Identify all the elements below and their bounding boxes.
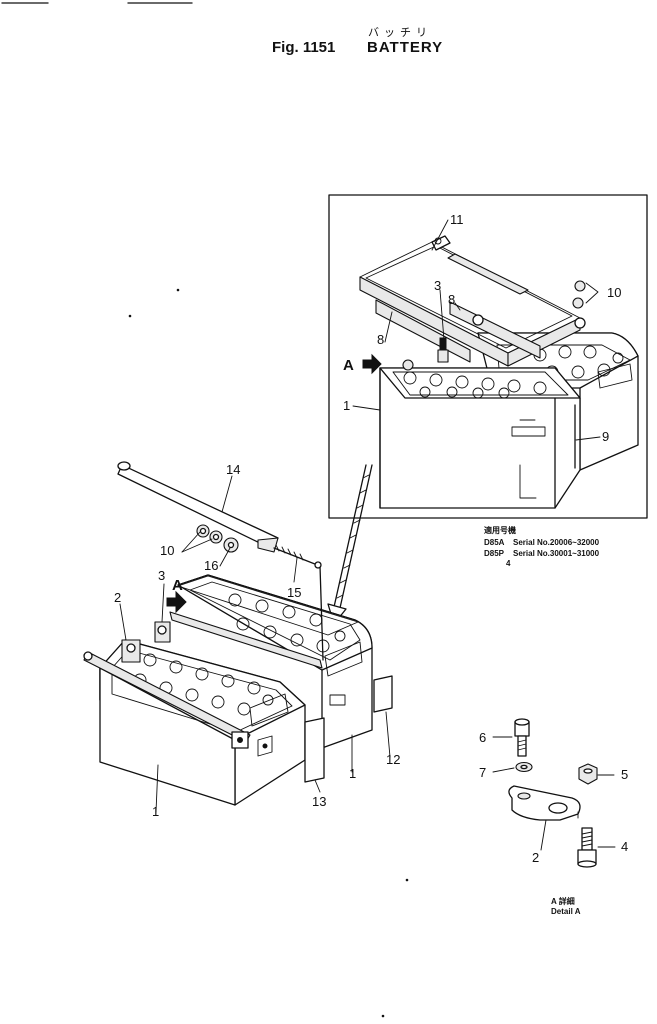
title-kana: バッチリ [368, 26, 432, 39]
hold-down-bar-14 [117, 461, 279, 553]
front-hold-down-bar [83, 651, 251, 749]
callout-1-main-front: 1 [152, 804, 159, 819]
callout-10-main: 10 [160, 543, 174, 558]
bolt-4 [577, 827, 597, 868]
rear-hold-down-frame [169, 575, 359, 669]
scan-speck [381, 1014, 385, 1018]
inset-hold-down-frame [359, 235, 586, 371]
serial-model-1: D85A [484, 538, 505, 547]
callout-8-inset-b: 8 [377, 332, 384, 347]
plate-13 [304, 717, 325, 783]
serial-applicability-table: 適用号機 D85A Serial No.20006~32000 D85P Ser… [484, 525, 600, 568]
serial-extra: 4 [506, 559, 511, 568]
nut-5 [578, 763, 598, 785]
scan-speck [405, 878, 409, 882]
main-battery-front [99, 639, 306, 806]
detail-caption-en: Detail A [551, 907, 581, 916]
clamp-2 [508, 785, 581, 821]
inset-nuts-10 [572, 280, 599, 309]
callout-4: 4 [621, 839, 628, 854]
inset-battery-front [379, 367, 581, 509]
serial-model-2: D85P [484, 549, 505, 558]
main-view-arrow-a: A [166, 577, 187, 614]
nuts-10-washer-16 [196, 524, 239, 553]
inset-view-arrow-a: A [343, 353, 382, 375]
callout-10-inset: 10 [607, 285, 621, 300]
callout-2-main: 2 [114, 590, 121, 605]
main-battery-rear [177, 574, 373, 749]
bolt-6 [514, 718, 530, 757]
terminal-clamp-2 [121, 639, 141, 663]
scan-speck [128, 314, 132, 318]
figure-number: Fig. 1151 [272, 39, 335, 56]
hold-down-rod-15 [273, 544, 324, 661]
callout-13: 13 [312, 794, 326, 809]
serial-range-2: Serial No.30001~31000 [513, 549, 600, 558]
inset-view-a: A 11 3 8 8 10 1 9 [328, 194, 648, 519]
callout-6: 6 [479, 730, 486, 745]
inset-pointer-arrow [327, 464, 373, 625]
detail-caption-jp: A 詳細 [551, 896, 575, 906]
scan-speck [176, 288, 180, 292]
callout-11: 11 [450, 212, 464, 227]
terminal-clamp-3 [154, 621, 171, 643]
detail-a: 6 7 5 4 2 A 詳細 Detail A [479, 718, 628, 916]
inset-frame [328, 194, 648, 519]
figure-title: BATTERY [367, 39, 443, 56]
callout-3-inset: 3 [434, 278, 441, 293]
svg-text:A: A [343, 357, 354, 374]
callout-1-main-rear: 1 [349, 766, 356, 781]
plate-12 [373, 675, 393, 713]
callout-14: 14 [226, 462, 240, 477]
callout-1-inset: 1 [343, 398, 350, 413]
washer-7 [515, 761, 533, 773]
callout-9: 9 [602, 429, 609, 444]
callout-16: 16 [204, 558, 218, 573]
callout-12: 12 [386, 752, 400, 767]
callout-3-main: 3 [158, 568, 165, 583]
callout-2-detail: 2 [532, 850, 539, 865]
callout-5: 5 [621, 767, 628, 782]
callout-7: 7 [479, 765, 486, 780]
serial-range-1: Serial No.20006~32000 [513, 538, 600, 547]
callout-15: 15 [287, 585, 301, 600]
svg-text:A: A [172, 577, 183, 594]
callout-8-inset-a: 8 [448, 292, 455, 307]
serial-heading: 適用号機 [484, 525, 516, 535]
